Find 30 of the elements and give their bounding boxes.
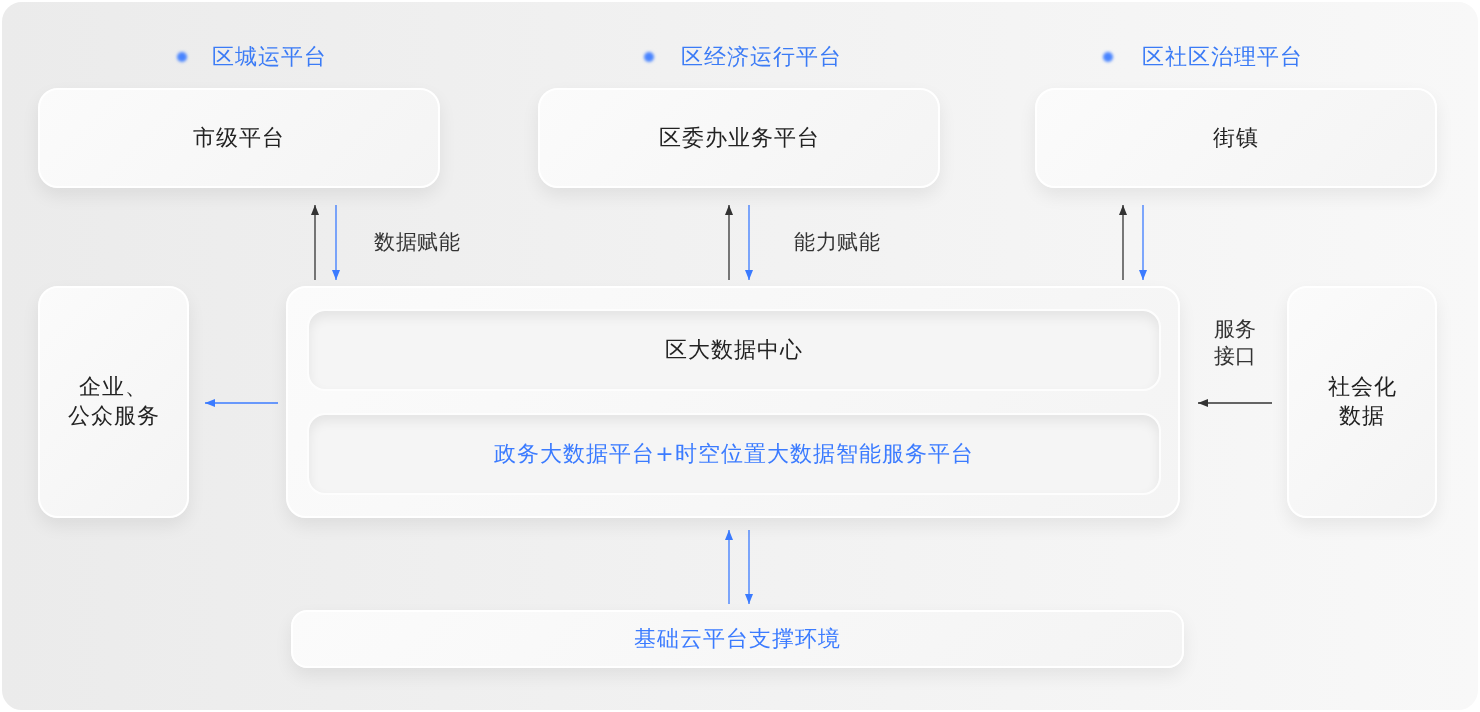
arrow	[311, 204, 319, 281]
platform-box	[538, 88, 940, 188]
node-label: 政务大数据平台+时空位置大数据智能服务平台	[494, 439, 974, 468]
node-label: 市级平台	[193, 123, 285, 152]
arrow	[745, 204, 753, 281]
service-box	[38, 286, 189, 518]
platform-box	[1035, 88, 1437, 188]
column-heading: 区城运平台	[212, 43, 327, 71]
arrow	[332, 204, 340, 281]
node-label: 区大数据中心	[665, 335, 803, 364]
foundation-bar	[291, 610, 1184, 668]
container-panel	[286, 286, 1180, 518]
arrow	[725, 529, 733, 605]
arrow	[745, 529, 753, 605]
arrow	[725, 204, 733, 281]
arrow	[1139, 204, 1147, 281]
node-label: 社会化数据	[1326, 373, 1398, 430]
node-label: 基础云平台支撑环境	[634, 624, 841, 653]
platform-box	[38, 88, 440, 188]
edge-label: 服务接口	[1212, 316, 1258, 370]
node-label: 街镇	[1213, 123, 1259, 152]
column-heading: 区经济运行平台	[681, 43, 842, 71]
node-label: 区委办业务平台	[658, 123, 820, 152]
edge-label: 能力赋能	[794, 229, 880, 256]
column-heading: 区社区治理平台	[1142, 43, 1303, 71]
arrow	[1119, 204, 1127, 281]
edge-label: 数据赋能	[374, 229, 460, 256]
arrow	[1197, 399, 1273, 407]
arrow	[204, 399, 279, 407]
node-label: 企业、公众服务	[66, 373, 161, 430]
